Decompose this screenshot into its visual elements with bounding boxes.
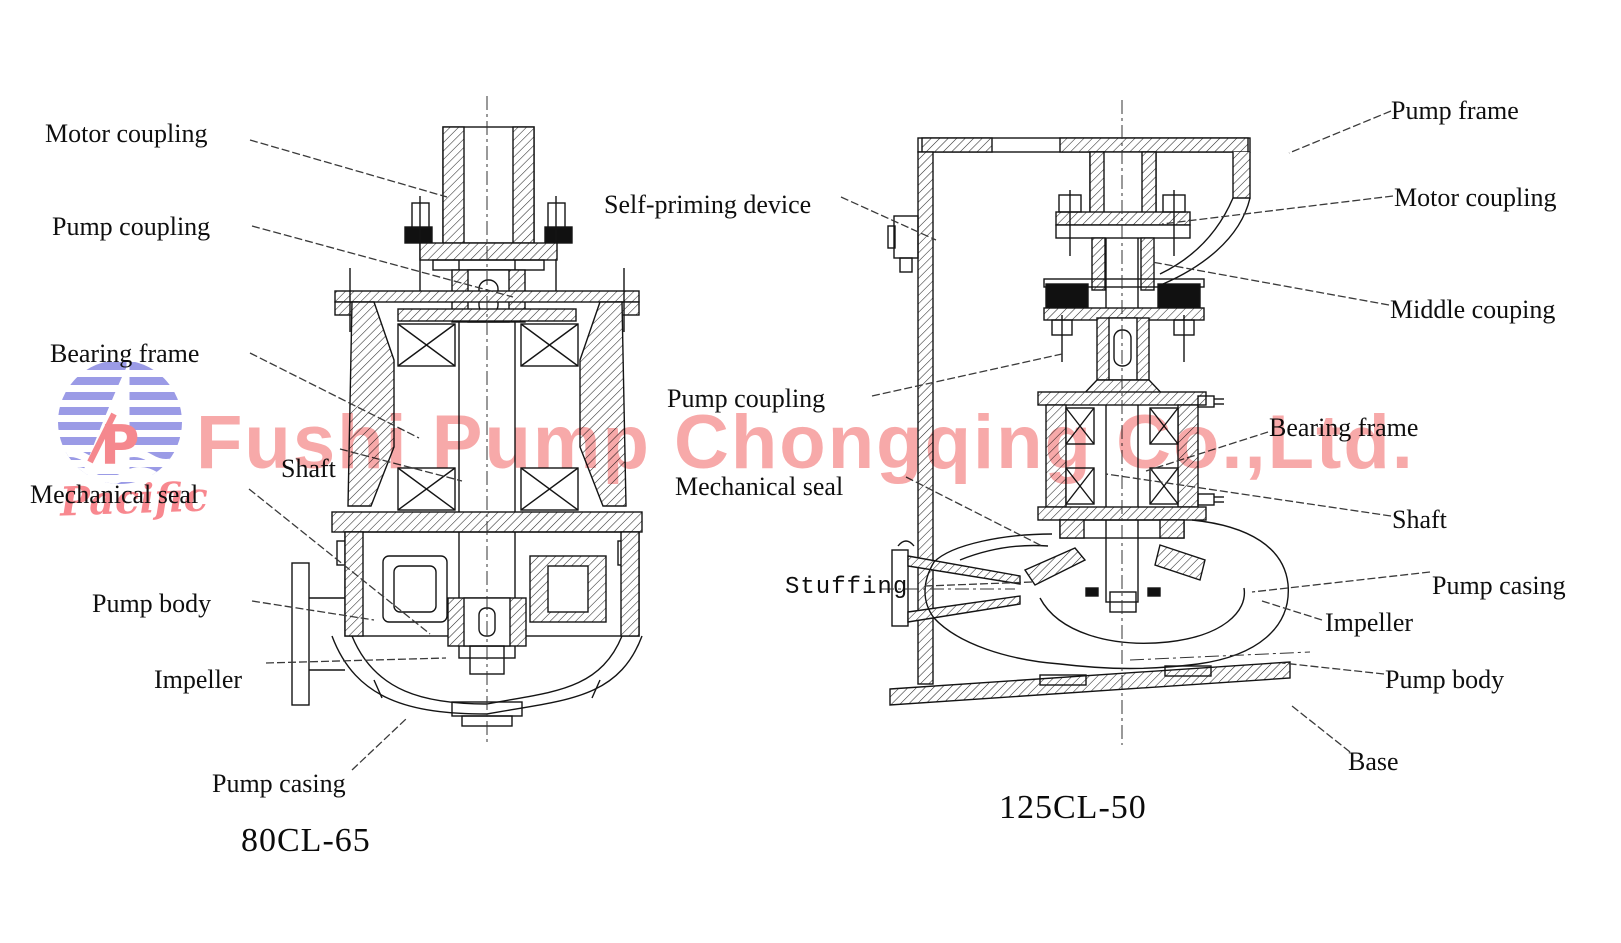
label-shaft-right: Shaft: [1392, 505, 1447, 534]
wave-icon: [58, 449, 182, 467]
pump-drawing-80cl-65: [291, 96, 643, 745]
label-pump-body-left: Pump body: [92, 589, 212, 618]
pacific-logo: P: [58, 362, 182, 484]
logo-circle: [58, 362, 182, 484]
pump-drawing-125cl-50: [880, 100, 1311, 745]
leader-lines: [248, 110, 1431, 771]
label-pump-coupling-right: Pump coupling: [667, 384, 826, 413]
sail-icon: [82, 364, 128, 474]
label-self-priming-device: Self-priming device: [604, 190, 812, 219]
label-shaft-left: Shaft: [281, 454, 336, 483]
label-pump-casing-right: Pump casing: [1432, 571, 1566, 600]
label-mechanical-seal-left: Mechanical seal: [30, 480, 199, 509]
label-pump-body-right: Pump body: [1385, 665, 1505, 694]
label-motor-coupling-right: Motor coupling: [1394, 183, 1557, 212]
label-bearing-frame-right: Bearing frame: [1269, 413, 1419, 442]
model-number-80cl-65: 80CL-65: [241, 822, 371, 859]
svg-text:P: P: [100, 414, 140, 477]
label-impeller-right: Impeller: [1325, 608, 1414, 637]
label-pump-coupling-left: Pump coupling: [52, 212, 211, 241]
model-number-125cl-50: 125CL-50: [999, 789, 1147, 826]
label-impeller-left: Impeller: [154, 665, 243, 694]
label-base: Base: [1348, 747, 1399, 776]
label-middle-couping: Middle couping: [1390, 295, 1556, 324]
label-pump-casing-left: Pump casing: [212, 769, 346, 798]
label-motor-coupling-left: Motor coupling: [45, 119, 208, 148]
logo-monogram: P: [87, 412, 140, 477]
label-pump-frame: Pump frame: [1391, 96, 1519, 125]
label-mechanical-seal-right: Mechanical seal: [675, 472, 844, 501]
label-stuffing: Stuffing: [785, 574, 909, 601]
label-bearing-frame-left: Bearing frame: [50, 339, 200, 368]
